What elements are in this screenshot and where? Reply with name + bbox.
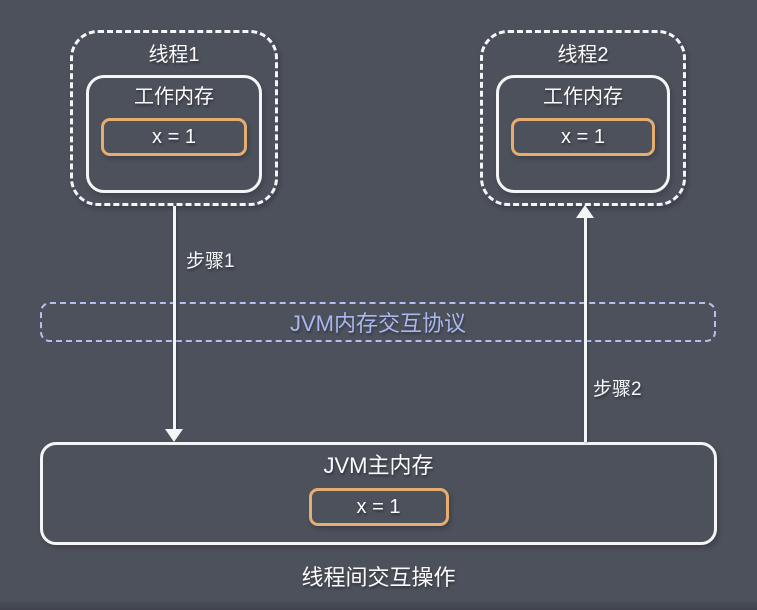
bottom-edge-strip	[0, 601, 757, 610]
thread2-box: 线程2 工作内存 x = 1	[480, 30, 686, 206]
thread1-title: 线程1	[148, 44, 200, 66]
jvm-main-memory-title: JVM主内存	[323, 453, 434, 478]
diagram-caption: 线程间交互操作	[301, 565, 456, 590]
jvm-main-memory-box: JVM主内存 x = 1	[40, 442, 717, 545]
step2-label: 步骤2	[593, 379, 642, 400]
thread2-value-box: x = 1	[511, 118, 655, 156]
jvm-main-memory-value-box: x = 1	[308, 488, 449, 526]
arrow1-line	[173, 206, 176, 432]
arrow2-head-up-icon	[576, 205, 594, 218]
thread2-working-memory-box: 工作内存 x = 1	[496, 75, 670, 193]
jvm-protocol-label: JVM内存交互协议	[289, 311, 466, 336]
thread2-title: 线程2	[557, 44, 609, 66]
thread2-working-memory-label: 工作内存	[543, 86, 623, 108]
thread1-box: 线程1 工作内存 x = 1	[70, 30, 278, 206]
arrow2-line	[584, 216, 587, 442]
thread1-working-memory-label: 工作内存	[134, 86, 214, 108]
arrow1-head-down-icon	[165, 429, 183, 442]
step1-label: 步骤1	[186, 251, 235, 272]
thread1-working-memory-box: 工作内存 x = 1	[86, 75, 262, 193]
jvm-protocol-bar: JVM内存交互协议	[40, 302, 716, 342]
thread1-value-box: x = 1	[101, 118, 247, 156]
